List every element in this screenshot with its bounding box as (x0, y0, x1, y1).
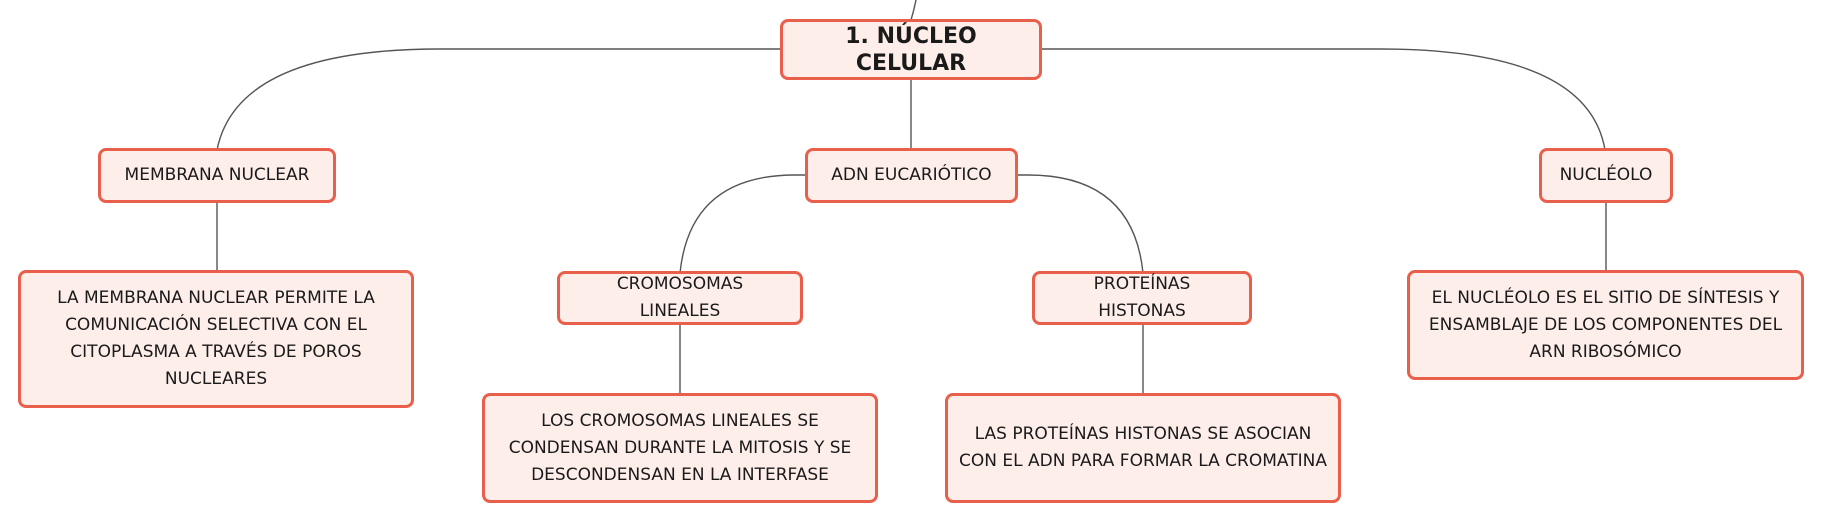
membrane-topic-label: MEMBRANA NUCLEAR (124, 165, 310, 185)
histones-detail-node[interactable]: LAS PROTEÍNAS HISTONAS SE ASOCIAN CON EL… (945, 393, 1341, 503)
chromosomes-topic-label: CROMOSOMAS LINEALES (616, 274, 744, 321)
histones-detail-text: LAS PROTEÍNAS HISTONAS SE ASOCIAN CON EL… (959, 424, 1327, 471)
chromosomes-topic-node[interactable]: CROMOSOMAS LINEALES (557, 271, 803, 325)
nucleolus-topic-node[interactable]: NUCLÉOLO (1539, 148, 1673, 203)
connector-dna-to-histones (1015, 174, 1144, 274)
root-topic-node[interactable]: 1. NÚCLEO CELULAR (780, 19, 1042, 80)
membrane-topic-node[interactable]: MEMBRANA NUCLEAR (98, 148, 336, 203)
connector-root-to-membrane (216, 48, 783, 151)
dna-topic-label: ADN EUCARIÓTICO (831, 165, 992, 185)
histones-topic-label: PROTEÍNAS HISTONAS (1093, 274, 1191, 321)
root-topic-label: 1. NÚCLEO CELULAR (845, 23, 977, 76)
chromosomes-detail-text: LOS CROMOSOMAS LINEALES SE CONDENSAN DUR… (508, 410, 852, 485)
membrane-detail-node[interactable]: LA MEMBRANA NUCLEAR PERMITE LA COMUNICAC… (18, 270, 414, 408)
dna-topic-node[interactable]: ADN EUCARIÓTICO (805, 148, 1018, 203)
chromosomes-detail-node[interactable]: LOS CROMOSOMAS LINEALES SE CONDENSAN DUR… (482, 393, 878, 503)
histones-topic-node[interactable]: PROTEÍNAS HISTONAS (1032, 271, 1252, 325)
connector-dna-to-chromosomes (679, 174, 808, 274)
nucleolus-topic-label: NUCLÉOLO (1559, 165, 1653, 185)
connector-root-to-nucleolus (1038, 48, 1606, 151)
nucleolus-detail-text: EL NUCLÉOLO ES EL SITIO DE SÍNTESIS Y EN… (1428, 287, 1783, 362)
membrane-detail-text: LA MEMBRANA NUCLEAR PERMITE LA COMUNICAC… (57, 288, 375, 389)
nucleolus-detail-node[interactable]: EL NUCLÉOLO ES EL SITIO DE SÍNTESIS Y EN… (1407, 270, 1804, 380)
connector-parent-to-root (910, 0, 917, 21)
